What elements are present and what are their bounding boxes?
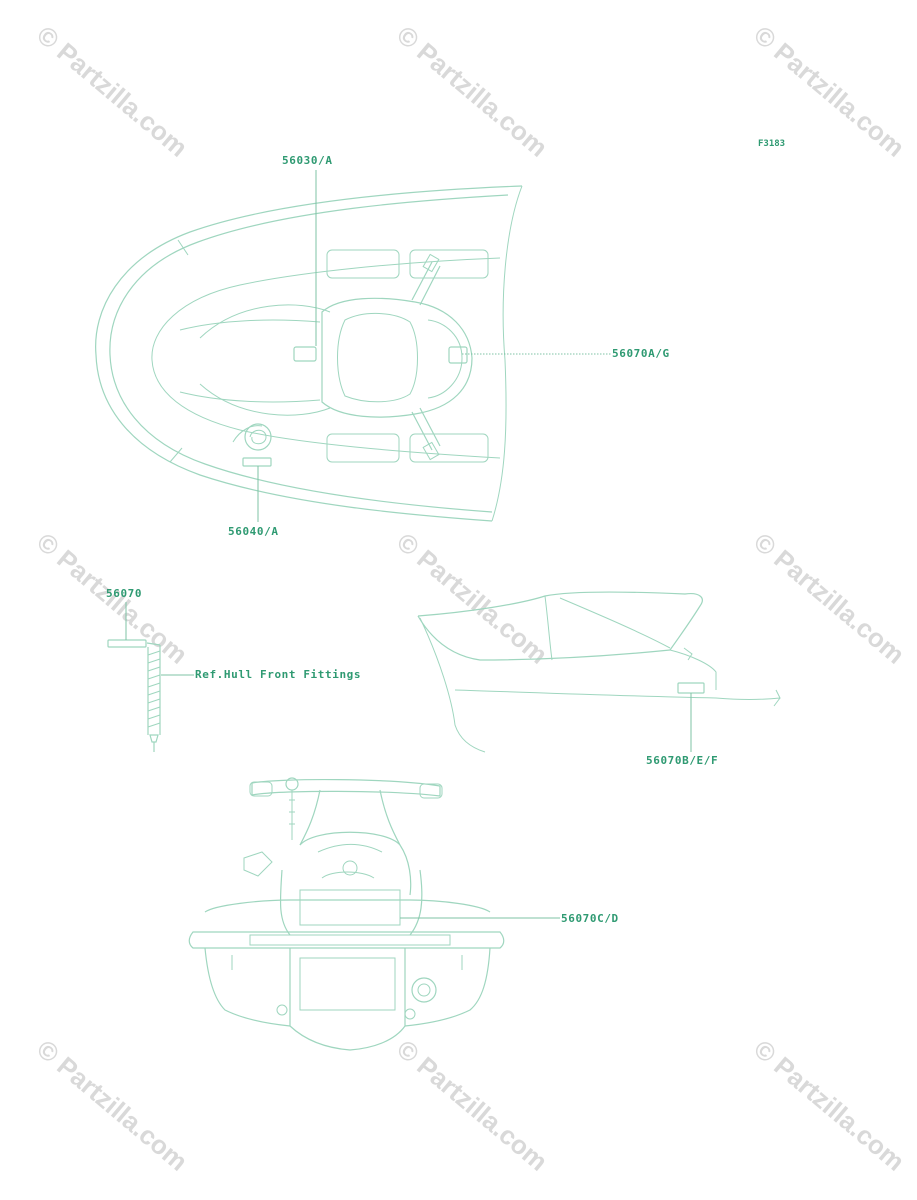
label-56070ag: 56070A/G xyxy=(612,347,670,360)
watermark: © Partzilla.com xyxy=(391,527,553,670)
watermarks: © Partzilla.com © Partzilla.com © Partzi… xyxy=(31,20,910,1177)
watermark: © Partzilla.com xyxy=(391,1034,553,1177)
spring-fitting xyxy=(107,639,161,752)
label-56070cd: 56070C/D xyxy=(561,912,619,925)
label-56040: 56040/A xyxy=(228,525,279,538)
watermark: © Partzilla.com xyxy=(748,527,910,670)
watermark: © Partzilla.com xyxy=(31,1034,193,1177)
label-56030: 56030/A xyxy=(282,154,333,167)
watermark: © Partzilla.com xyxy=(31,20,193,163)
label-56070: 56070 xyxy=(106,587,142,600)
top-view-hull xyxy=(95,185,523,522)
figure-code: F3183 xyxy=(758,139,785,149)
watermark: © Partzilla.com xyxy=(391,20,553,163)
label-56070bef: 56070B/E/F xyxy=(646,754,718,767)
watermark: © Partzilla.com xyxy=(748,1034,910,1177)
seat-side-view xyxy=(417,591,781,753)
rear-view xyxy=(188,777,505,1051)
label-ref-hull: Ref.Hull Front Fittings xyxy=(195,668,361,681)
